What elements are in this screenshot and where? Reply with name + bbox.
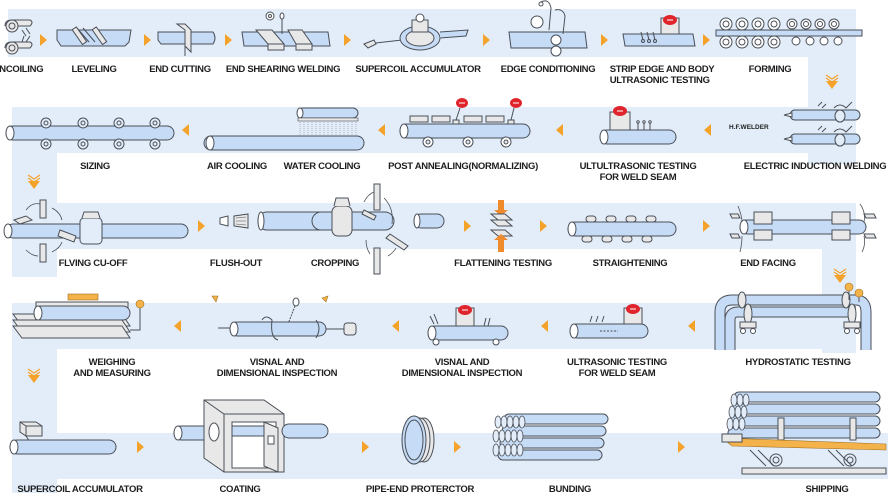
step-label-uncoiling: UNCOILING: [0, 64, 44, 75]
flow-arrow: [454, 441, 461, 453]
ultrasonic-probe-icon: [622, 15, 696, 47]
chevron-down-icon: [825, 74, 839, 89]
end-facer-icon: [729, 203, 877, 253]
annealing-furnace-icon: [399, 98, 531, 148]
step-label-leveling: LEVELING: [71, 64, 117, 75]
label-line: DIMENSIONAL INSPECTION: [401, 368, 523, 379]
label-line: WEIGHING: [88, 357, 136, 368]
end-cap-icon: [401, 415, 435, 465]
flow-arrow: [541, 320, 548, 332]
label-line: DIMENSIONAL INSPECTION: [216, 368, 338, 379]
step-label-end-cutting: END CUTTING: [149, 64, 211, 75]
step-label-straightening: STRAIGHTENING: [592, 258, 668, 269]
flow-arrow: [464, 220, 471, 232]
step-label-flying-cut-off: FLVING CU-OFF: [58, 258, 128, 269]
label-line: FOR WELD SEAM: [578, 368, 656, 379]
step-label-supercoil-accumulator-2: SUPERCOIL ACCUMULATOR: [17, 484, 143, 495]
flow-arrow: [40, 34, 47, 46]
flow-arrow: [540, 220, 547, 232]
pallet-truck-icon: [721, 391, 887, 475]
inspection-probe-icon: [211, 295, 357, 341]
flow-arrow: [137, 441, 144, 453]
water-spray-icon: [203, 107, 365, 151]
cutter-blade-icon: [157, 23, 216, 56]
flow-arrow: [688, 320, 695, 332]
straightener-rolls-icon: [567, 215, 677, 243]
coating-booth-icon: [173, 399, 329, 473]
flow-arrow: [392, 320, 399, 332]
step-label-coating: COATING: [219, 484, 261, 495]
flow-arrow: [198, 220, 205, 232]
step-label-end-facing: END FACING: [740, 258, 796, 269]
edge-rollers-icon: [508, 0, 588, 57]
step-label-strip-ut: STRIP EDGE AND BODY ULTRASONIC TESTING: [610, 64, 715, 86]
flow-arrow: [174, 320, 181, 332]
chevron-down-icon: [27, 368, 41, 383]
step-label-eiw: ELECTRIC INDUCTION WELDING: [743, 161, 887, 172]
label-line: FOR WELD SEAM: [599, 172, 677, 183]
label-line: ULTULTRASONIC TESTING: [579, 161, 697, 172]
ultrasonic-probe-icon: [569, 304, 649, 339]
pipe-bundle-icon: [492, 413, 609, 461]
step-label-water-cooling: WATER COOLING: [283, 161, 361, 172]
step-label-supercoil-accumulator: SUPERCOIL ACCUMULATOR: [355, 64, 481, 75]
cropping-blade-icon: [311, 183, 445, 275]
flow-arrow: [703, 34, 710, 46]
flow-arrow: [556, 124, 563, 136]
chevron-down-icon: [27, 174, 41, 189]
inspection-gauge-icon: [427, 305, 509, 346]
label-line: ULTRASONIC TESTING: [609, 75, 710, 86]
flow-arrow: [344, 34, 351, 46]
step-label-hydrostatic: HYDROSTATIC TESTING: [745, 357, 851, 368]
press-plates-icon: [489, 200, 514, 252]
leveling-rollers-icon: [56, 26, 132, 47]
step-label-weld-ut: ULTULTRASONIC TESTING FOR WELD SEAM: [580, 161, 697, 183]
step-label-air-cooling: AIR COOLING: [206, 161, 268, 172]
step-label-sizing: SIZING: [80, 161, 110, 172]
step-label-ut-weld-seam: ULTRASONIC TESTING FOR WELD SEAM: [567, 357, 667, 379]
step-label-forming: FORMING: [748, 64, 792, 75]
hydrotester-icon: [714, 282, 872, 350]
label-line: STRIP EDGE AND BODY: [609, 64, 715, 75]
step-label-cropping: CROPPING: [310, 258, 360, 269]
forming-rolls-icon: [715, 17, 863, 49]
step-label-visual-inspection-2: VISNAL AND DIMENSIONAL INSPECTION: [401, 357, 523, 379]
flow-arrow: [225, 34, 232, 46]
flow-arrow: [601, 34, 608, 46]
flow-arrow: [378, 124, 385, 136]
step-label-weighing: WEIGHING AND MEASURING: [73, 357, 151, 379]
step-label-post-annealing: POST ANNEALING(NORMALIZING): [388, 161, 538, 172]
label-line: ULTRASONIC TESTING: [567, 357, 667, 368]
label-line: VISNAL AND: [249, 357, 305, 368]
step-label-bunding: BUNDING: [548, 484, 592, 495]
scale-icon: [12, 293, 145, 339]
marking-head-icon: [9, 421, 117, 455]
flow-arrow: [678, 441, 685, 453]
step-label-flattening: FLATTENING TESTING: [454, 258, 552, 269]
flow-arrow: [483, 34, 490, 46]
hf-welder-icon: [783, 101, 861, 147]
label-line: AND MEASURING: [73, 368, 151, 379]
step-label-end-shearing-welding: END SHEARING WELDING: [225, 64, 341, 75]
flow-arrow: [362, 441, 369, 453]
uncoiler-icon: [4, 19, 33, 55]
ultrasonic-probe-icon: [599, 106, 677, 145]
step-label-edge-conditioning: EDGE CONDITIONING: [500, 64, 596, 75]
flow-arrow: [704, 124, 711, 136]
step-label-visual-inspection-1: VISNAL AND DIMENSIONAL INSPECTION: [216, 357, 338, 379]
chevron-down-icon: [833, 268, 847, 283]
label-line: VISNAL AND: [434, 357, 490, 368]
flow-arrow: [182, 124, 189, 136]
hf-welder-label: H.F.WELDER: [729, 124, 769, 131]
flow-arrow: [144, 34, 151, 46]
flying-saw-icon: [3, 199, 189, 263]
step-label-pipe-end-protector: PIPE-END PROTERCTOR: [365, 484, 475, 495]
flow-arrow: [703, 220, 710, 232]
shear-welder-icon: [241, 11, 331, 51]
sizing-rolls-icon: [5, 117, 175, 150]
accumulator-icon: [363, 13, 469, 51]
step-label-shipping: SHIPPING: [805, 484, 849, 495]
step-label-flush-out: FLUSH-OUT: [209, 258, 263, 269]
